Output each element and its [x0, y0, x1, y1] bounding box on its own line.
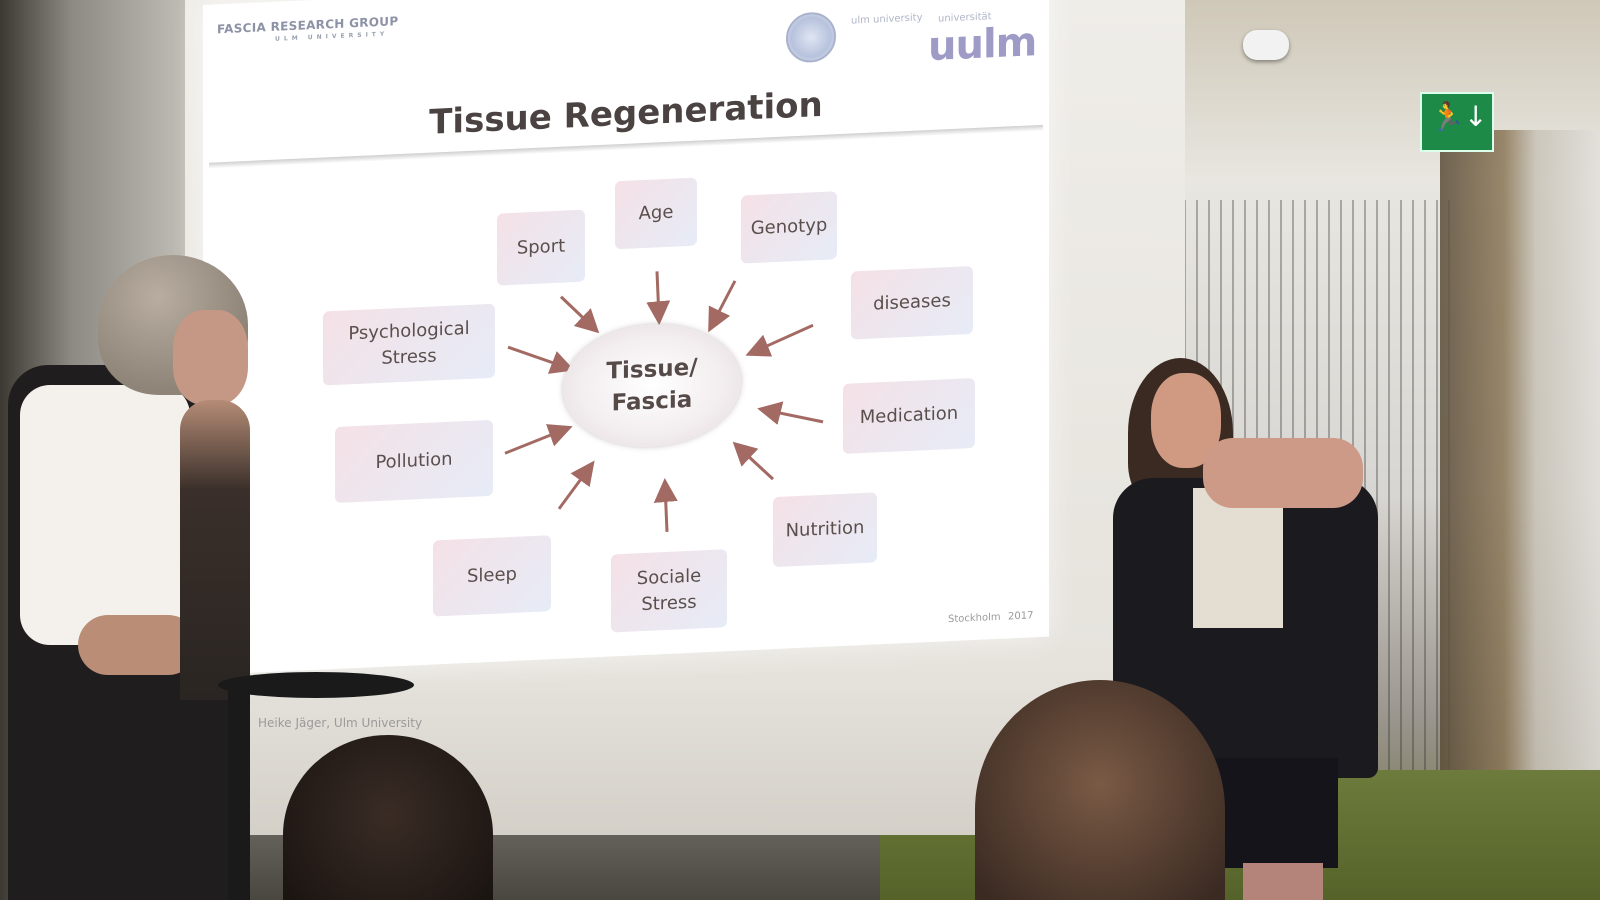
arrow-sociale: [653, 478, 678, 533]
side-table: [218, 672, 414, 698]
audience-head-right: [975, 680, 1225, 900]
factor-nutrition: Nutrition: [773, 492, 877, 568]
factor-pollution-label: Pollution: [375, 448, 453, 474]
ceiling-camera: [1243, 30, 1289, 60]
man-shirt: [20, 385, 190, 645]
factor-sleep-label: Sleep: [466, 563, 517, 587]
arrow-medication: [757, 401, 824, 425]
arrow-psych: [507, 345, 575, 374]
arrows-diagram: [504, 271, 824, 533]
side-table-leg: [228, 690, 250, 900]
factor-genotyp-label: Genotyp: [750, 214, 828, 240]
factor-pollution: Pollution: [335, 419, 493, 504]
factor-psych-line2: Stress: [381, 345, 437, 369]
man-face: [173, 310, 248, 405]
arrow-sport: [559, 295, 600, 334]
exit-sign: 🏃↓: [1420, 92, 1494, 152]
center-label-line2: Fascia: [611, 386, 693, 417]
footer-author: Heike Jäger, Ulm University: [258, 716, 423, 730]
exit-arrow-icon: ↓: [1464, 100, 1488, 133]
arrow-age: [646, 271, 671, 326]
arrow-diseases: [745, 323, 814, 357]
factor-sociale-line2: Stress: [641, 591, 697, 616]
arrow-pollution: [504, 424, 573, 455]
center-label-line1: Tissue/: [606, 354, 698, 385]
factor-sociale-line1: Sociale: [636, 565, 702, 590]
factor-diseases: diseases: [851, 266, 973, 340]
arrow-nutrition: [732, 441, 775, 481]
factor-age-label: Age: [638, 201, 674, 225]
arrow-sleep: [557, 460, 595, 510]
factor-sport-label: Sport: [516, 235, 566, 259]
factor-psych-line1: Psychological: [348, 317, 470, 345]
factor-sport: Sport: [497, 209, 585, 286]
man-hand: [78, 615, 198, 675]
second-listener: [180, 400, 250, 700]
arrow-genotyp: [708, 280, 737, 333]
factor-sleep: Sleep: [433, 535, 551, 617]
factor-medication-label: Medication: [859, 402, 959, 429]
factor-nutrition-label: Nutrition: [785, 516, 865, 542]
factor-genotyp: Genotyp: [741, 191, 837, 264]
audience-head-left: [283, 735, 493, 900]
footer-year: 2017: [1008, 610, 1034, 623]
presenter-hands: [1203, 438, 1363, 508]
presenter-blouse: [1193, 488, 1283, 628]
factor-age: Age: [615, 177, 697, 250]
factor-medication: Medication: [843, 377, 975, 454]
factor-diseases-label: diseases: [873, 289, 951, 315]
glass-door: [1440, 130, 1600, 830]
presenter-legs: [1243, 863, 1323, 900]
exit-sign-icon: 🏃: [1430, 100, 1465, 133]
presentation-slide: FASCIA RESEARCH GROUP ULM UNIVERSITY ulm…: [203, 0, 1049, 675]
